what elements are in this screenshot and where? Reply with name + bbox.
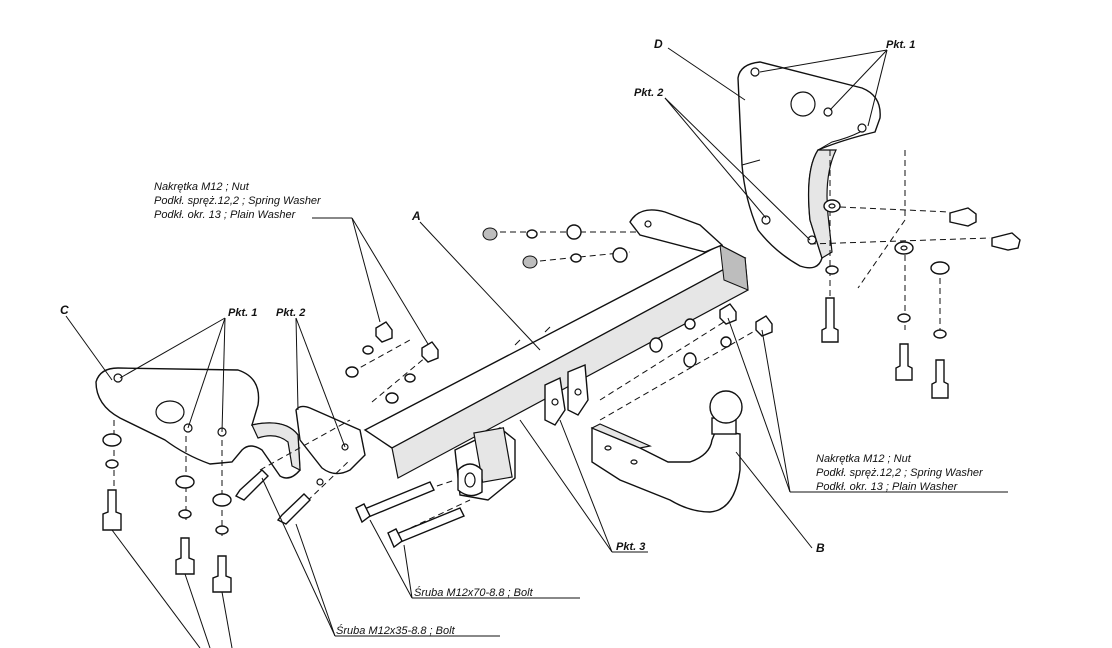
label-part-a: A bbox=[411, 209, 421, 223]
label-pkt3: Pkt. 3 bbox=[616, 541, 645, 553]
labels: D Pkt. 1 Pkt. 2 Nakrętka M12 ; Nut Podkł… bbox=[60, 37, 984, 637]
tow-ball-b bbox=[590, 390, 743, 513]
nuts-ball bbox=[649, 303, 773, 368]
bracket-d bbox=[737, 61, 881, 269]
guides-d bbox=[809, 150, 991, 330]
note-right-line2: Podkł. spręż.12,2 ; Spring Washer bbox=[816, 467, 984, 479]
note-top-line2: Podkł. spręż.12,2 ; Spring Washer bbox=[154, 195, 322, 207]
ball-mount-lugs bbox=[544, 363, 589, 426]
note-top-line3: Podkł. okr. 13 ; Plain Washer bbox=[154, 209, 297, 221]
nuts-rear bbox=[482, 224, 628, 269]
label-part-c: C bbox=[60, 303, 69, 317]
label-bolt-m12x35: Śruba M12x35-8.8 ; Bolt bbox=[336, 624, 456, 637]
label-part-d: D bbox=[654, 37, 663, 51]
note-right-line3: Podkł. okr. 13 ; Plain Washer bbox=[816, 481, 959, 493]
label-pkt2-left: Pkt. 2 bbox=[276, 307, 305, 319]
label-pkt2-right: Pkt. 2 bbox=[634, 87, 663, 99]
nuts-left bbox=[345, 321, 439, 404]
note-right-line1: Nakrętka M12 ; Nut bbox=[816, 453, 912, 465]
label-bolt-m12x70: Śruba M12x70-8.8 ; Bolt bbox=[414, 586, 534, 599]
label-pkt1-left: Pkt. 1 bbox=[228, 307, 257, 319]
leader-lines bbox=[65, 47, 1008, 648]
crossbar-a bbox=[295, 209, 749, 486]
note-top-line1: Nakrętka M12 ; Nut bbox=[154, 181, 250, 193]
fasteners-left bbox=[102, 433, 311, 593]
label-pkt1-right: Pkt. 1 bbox=[886, 39, 915, 51]
bolts-m12x70 bbox=[355, 481, 465, 549]
label-part-b: B bbox=[816, 541, 825, 555]
bracket-c bbox=[95, 367, 301, 479]
fasteners-d bbox=[821, 199, 1021, 399]
socket-plate bbox=[454, 427, 516, 501]
